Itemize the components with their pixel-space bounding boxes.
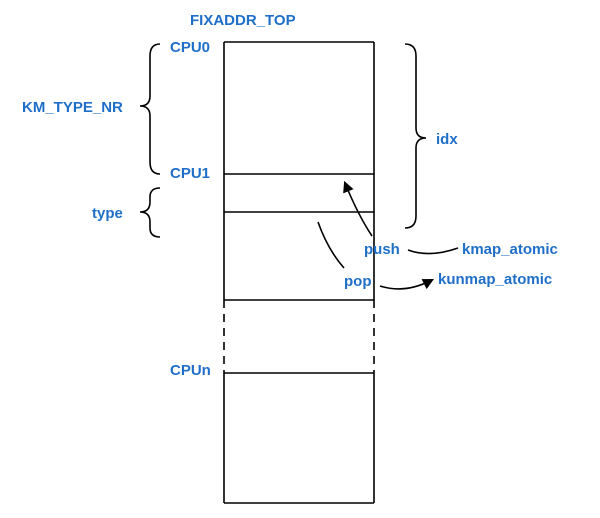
idx-label: idx	[436, 131, 458, 148]
kunmap-atomic-label: kunmap_atomic	[438, 271, 552, 288]
fixaddr-top-label: FIXADDR_TOP	[190, 12, 296, 29]
push-arrow	[343, 180, 373, 237]
pop-connector-arrow	[379, 278, 434, 290]
cpu1-label: CPU1	[170, 165, 210, 182]
idx-brace	[404, 43, 427, 229]
type-label: type	[92, 205, 123, 222]
cpun-label: CPUn	[170, 362, 211, 379]
km-type-nr-brace	[139, 43, 161, 175]
push-connector	[407, 247, 459, 255]
km-type-nr-label: KM_TYPE_NR	[22, 99, 123, 116]
kmap-atomic-label: kmap_atomic	[462, 241, 558, 258]
type-brace	[139, 187, 161, 238]
cpu0-label: CPU0	[170, 39, 210, 56]
push-label: push	[364, 241, 400, 258]
pop-label: pop	[344, 273, 372, 290]
pop-arrow-curve	[317, 221, 345, 269]
